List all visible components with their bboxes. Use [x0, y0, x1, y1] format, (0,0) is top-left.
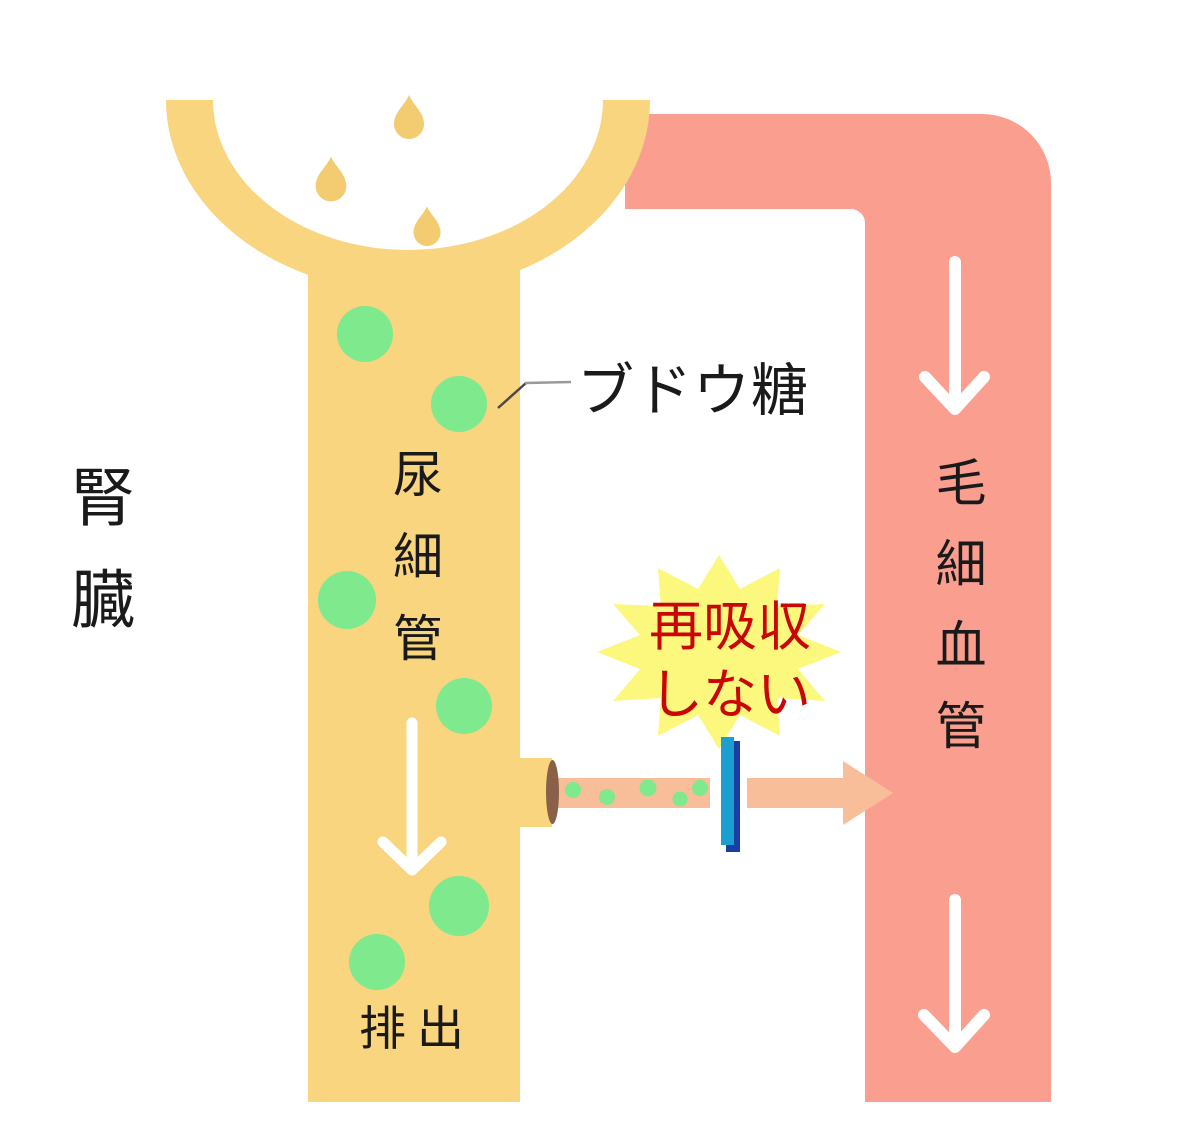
glucose-molecule	[436, 678, 492, 734]
glucose-label: ブドウ糖	[577, 359, 809, 423]
kidney-label: 腎臓	[62, 464, 134, 668]
no-reabsorption-line2: しない	[649, 665, 811, 725]
bowman-capsule-shape	[166, 100, 650, 292]
glucose-molecule	[431, 376, 487, 432]
filtrate-droplet	[413, 206, 441, 246]
glucose-dot	[672, 791, 688, 807]
glucose-molecule	[318, 571, 376, 629]
glucose-molecule	[337, 306, 393, 362]
glucose-pointer-line	[497, 382, 527, 409]
transport-arrow-shaft	[747, 778, 843, 808]
no-reabsorption-line1: 再吸収	[649, 597, 811, 657]
excretion-label: 排出	[359, 1002, 475, 1055]
filtrate-droplet	[394, 95, 424, 139]
blocker-bar	[721, 737, 734, 845]
glucose-dot	[692, 780, 708, 796]
glucose-molecule	[349, 934, 405, 990]
no-reabsorption-callout: 再吸収 しない	[610, 600, 850, 722]
capillary-vessel-shape	[625, 114, 1051, 1102]
transport-arrow-head	[843, 761, 893, 825]
down-arrow-icon	[918, 894, 990, 1053]
down-arrow-icon	[377, 717, 447, 876]
glucose-pointer-line	[524, 380, 572, 385]
tubule-opening	[546, 760, 559, 824]
burst-shape	[597, 555, 841, 749]
filtrate-droplet	[315, 156, 347, 202]
glucose-dot	[565, 782, 581, 798]
glucose-dot	[639, 779, 657, 797]
down-arrow-icon	[919, 256, 990, 415]
glucose-molecule	[429, 876, 489, 936]
glucose-dot	[599, 789, 615, 805]
capillary-label: 毛細血管	[928, 456, 985, 780]
renal-tubule-label: 尿細管	[386, 448, 442, 694]
